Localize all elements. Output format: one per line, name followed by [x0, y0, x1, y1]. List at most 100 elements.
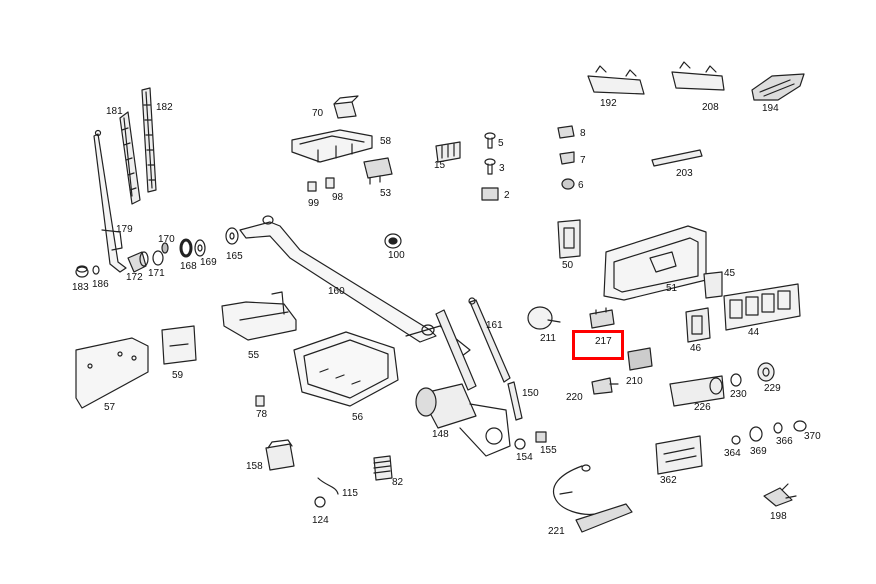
label-217: 217 — [595, 336, 612, 347]
grommet-154[interactable] — [514, 438, 526, 450]
label-58: 58 — [380, 136, 392, 147]
nut-230[interactable] — [730, 373, 742, 387]
label-220: 220 — [566, 392, 583, 403]
label-171: 171 — [148, 268, 165, 279]
label-165: 165 — [226, 251, 243, 262]
plug-98[interactable] — [325, 177, 335, 189]
linkage-rod-161[interactable] — [468, 297, 511, 383]
connector-15[interactable] — [435, 141, 461, 163]
switch-46[interactable] — [685, 307, 711, 343]
label-44: 44 — [748, 327, 760, 338]
label-155: 155 — [540, 445, 557, 456]
clip-78[interactable] — [255, 395, 265, 407]
bolt-170[interactable] — [161, 242, 169, 254]
grommet-124[interactable] — [314, 496, 326, 508]
label-59: 59 — [172, 370, 184, 381]
label-99: 99 — [308, 198, 320, 209]
label-45: 45 — [724, 268, 736, 279]
strap-150[interactable] — [507, 381, 523, 421]
wiper-blade-181[interactable] — [119, 111, 141, 205]
label-168: 168 — [180, 261, 197, 272]
lighter-226[interactable] — [669, 375, 725, 407]
strip-203[interactable] — [651, 149, 703, 167]
label-229: 229 — [764, 383, 781, 394]
wiper-motor-148[interactable] — [415, 383, 511, 457]
washer-169[interactable] — [194, 239, 206, 257]
nut-364[interactable] — [731, 435, 741, 445]
control-unit-362[interactable] — [655, 435, 703, 475]
washer-369[interactable] — [749, 426, 763, 442]
bulb-holder-198[interactable] — [763, 483, 797, 507]
label-366: 366 — [776, 436, 793, 447]
label-56: 56 — [352, 412, 364, 423]
relay-217[interactable] — [589, 307, 615, 329]
plate-57[interactable] — [75, 337, 149, 409]
label-46: 46 — [690, 343, 702, 354]
fuse-block-82[interactable] — [373, 455, 393, 481]
clip-2[interactable] — [481, 187, 499, 201]
label-150: 150 — [522, 388, 539, 399]
bracket-55[interactable] — [221, 291, 297, 341]
connector-220[interactable] — [591, 377, 619, 395]
wiper-blade-182[interactable] — [141, 87, 157, 193]
clamp-59[interactable] — [161, 325, 197, 365]
switch-45[interactable] — [703, 271, 723, 299]
highlight-box-217 — [572, 330, 624, 360]
lamp-192[interactable] — [587, 65, 645, 95]
switch-8[interactable] — [557, 125, 575, 139]
nut-171[interactable] — [152, 250, 164, 266]
wiper-arm-179[interactable] — [93, 129, 127, 273]
label-98: 98 — [332, 192, 344, 203]
knob-6[interactable] — [561, 178, 575, 190]
relay-53[interactable] — [363, 157, 393, 185]
cap-nut-183[interactable] — [75, 265, 89, 278]
frame-56[interactable] — [293, 331, 399, 407]
box-70[interactable] — [333, 95, 359, 119]
screw-5[interactable] — [484, 132, 496, 149]
screw-3[interactable] — [484, 158, 496, 175]
label-5: 5 — [498, 138, 504, 149]
switch-7[interactable] — [559, 151, 575, 165]
plug-99[interactable] — [307, 181, 317, 192]
label-70: 70 — [312, 108, 324, 119]
label-158: 158 — [246, 461, 263, 472]
label-203: 203 — [676, 168, 693, 179]
grommet-100[interactable] — [384, 233, 402, 249]
box-158[interactable] — [265, 439, 295, 471]
switch-210[interactable] — [627, 347, 653, 371]
label-230: 230 — [730, 389, 747, 400]
label-55: 55 — [248, 350, 260, 361]
label-179: 179 — [116, 224, 133, 235]
clip-155[interactable] — [535, 431, 547, 443]
relay-211[interactable] — [527, 306, 561, 330]
mounting-plate-58[interactable] — [291, 129, 373, 163]
cable-115[interactable] — [317, 477, 339, 495]
label-78: 78 — [256, 409, 268, 420]
label-169: 169 — [200, 257, 217, 268]
label-115: 115 — [342, 488, 358, 499]
label-210: 210 — [626, 376, 643, 387]
label-8: 8 — [580, 128, 586, 139]
knob-370[interactable] — [793, 420, 807, 432]
label-50: 50 — [562, 260, 574, 271]
label-362: 362 — [660, 475, 677, 486]
switch-block-44[interactable] — [723, 283, 801, 331]
ring-168[interactable] — [179, 238, 193, 258]
lamp-208[interactable] — [671, 61, 725, 91]
label-183: 183 — [72, 282, 89, 293]
washer-165[interactable] — [225, 227, 239, 245]
spindle-cap-172[interactable] — [127, 251, 149, 273]
label-7: 7 — [580, 155, 586, 166]
harness-221[interactable] — [552, 464, 633, 533]
washer-186[interactable] — [92, 265, 100, 275]
nut-366[interactable] — [773, 422, 783, 434]
handle-trim-51[interactable] — [603, 225, 707, 301]
label-194: 194 — [762, 103, 779, 114]
label-51: 51 — [666, 283, 678, 294]
lens-194[interactable] — [751, 73, 805, 101]
socket-229[interactable] — [757, 362, 775, 382]
switch-unit-50[interactable] — [557, 219, 581, 259]
label-181: 181 — [106, 106, 123, 117]
label-364: 364 — [724, 448, 741, 459]
